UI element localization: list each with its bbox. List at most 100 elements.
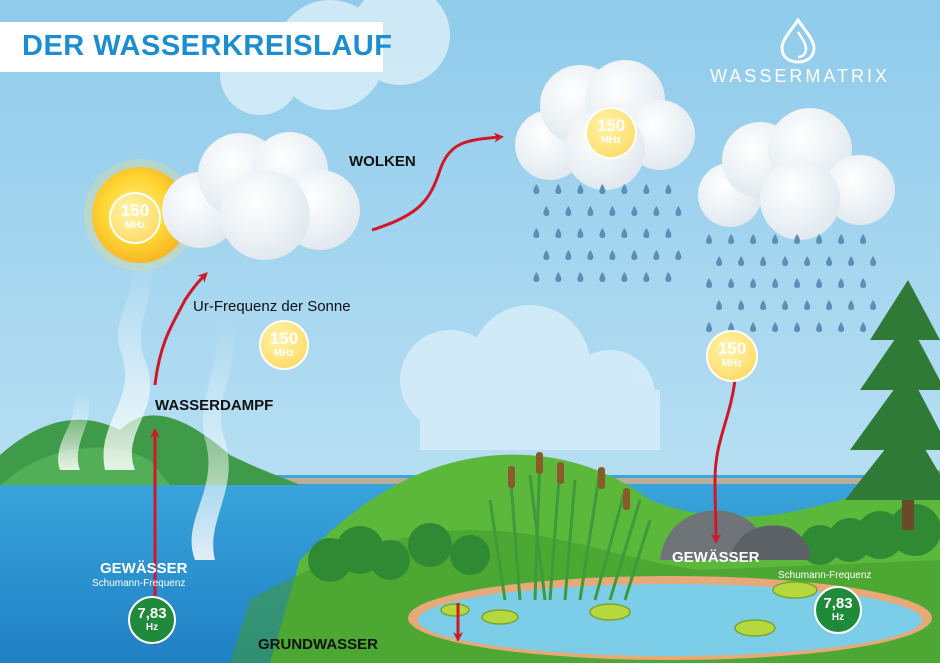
rain-drop [706,234,713,244]
label-schumann-left: Schumann-Frequenz [92,578,186,589]
rain-drop [804,256,811,266]
rain-drop [738,300,745,310]
rain-drop [587,206,594,216]
rain-drop [653,206,660,216]
middle-frequency-value: 150 [269,329,299,348]
rain-drop [675,250,682,260]
label-gewaesser-left: GEWÄSSER [100,560,188,577]
schumann-right-value: 7,83 [823,595,853,612]
rain-drop [826,300,833,310]
rain [533,184,877,332]
rain-drop [706,278,713,288]
schumann-left-unit: Hz [145,622,159,633]
rain-drop [760,300,767,310]
rain-drop [555,228,562,238]
sun-frequency-value: 150 [120,201,150,220]
rain-drop [631,206,638,216]
rain-drop [533,184,540,194]
rain-drop [728,322,735,332]
rain-drop [577,184,584,194]
cloud-frequency-badge: 150 MHz [585,107,637,159]
rain-frequency-value: 150 [717,339,747,358]
rain-cloud-right [698,108,895,240]
rain-drop [750,322,757,332]
rain-drop [675,206,682,216]
sun-cloud [162,132,360,260]
rain-drop [848,300,855,310]
water-drop-icon [780,18,816,64]
rain-drop [838,278,845,288]
rain-drop [760,256,767,266]
rain-drop [643,272,650,282]
rain-drop [621,228,628,238]
rain-drop [599,228,606,238]
rain-drop [782,256,789,266]
rain-drop [816,322,823,332]
schumann-left-value: 7,83 [137,605,167,622]
pond [418,584,922,656]
rain-drop [838,322,845,332]
rain-drop [577,228,584,238]
brand-logo: WASSERMATRIX [700,18,900,88]
cloud-frequency-unit: MHz [600,135,622,146]
arrow-steam-to-cloud [153,272,208,386]
cattails [508,452,630,510]
rain-drop [848,256,855,266]
rain-drop [543,250,550,260]
rain-drop [870,300,877,310]
rain-drop [782,300,789,310]
rain-drop [577,272,584,282]
rain-drop [794,278,801,288]
rain-drop [826,256,833,266]
rain-drop [860,234,867,244]
rain-drop [643,184,650,194]
rain-drop [772,322,779,332]
rain-drop [621,184,628,194]
rain-drop [621,272,628,282]
sun-frequency-badge: 150 MHz [109,192,161,244]
rain-drop [750,278,757,288]
rain-drop [565,206,572,216]
rain-drop [804,300,811,310]
rain-drop [716,256,723,266]
rain-frequency-unit: MHz [721,358,743,369]
middle-frequency-unit: MHz [273,348,295,359]
cloud-frequency-value: 150 [596,116,626,135]
pine-tree [845,280,940,530]
rain-drop [738,256,745,266]
rain-drop [533,228,540,238]
rain-drop [706,322,713,332]
schumann-right-unit: Hz [831,612,845,623]
rain-drop [565,250,572,260]
rain-drop [599,272,606,282]
bushes [308,504,940,582]
background-clouds [220,0,660,450]
rain-drop [665,184,672,194]
lily-pads [440,581,818,637]
rain-drop [631,250,638,260]
rain-drop [609,206,616,216]
rain-drop [772,278,779,288]
middle-frequency-badge: 150 MHz [259,320,309,370]
label-grundwasser: GRUNDWASSER [258,636,379,653]
steam [58,260,234,560]
rain-drop [665,272,672,282]
rain-drop [750,234,757,244]
rain-drop [599,184,606,194]
rain-drop [643,228,650,238]
rain-frequency-badge: 150 MHz [706,330,758,382]
rain-drop [728,234,735,244]
rain-drop [609,250,616,260]
page-title: DER WASSERKREISLAUF [22,30,393,62]
rain-drop [555,184,562,194]
rain-drop [716,300,723,310]
label-wasserdampf: WASSERDAMPF [155,397,274,414]
rain-drop [543,206,550,216]
schumann-badge-left: 7,83 Hz [128,596,176,644]
rain-drop [870,256,877,266]
rain-drop [665,228,672,238]
sun-frequency-unit: MHz [124,220,146,231]
title-banner: DER WASSERKREISLAUF [0,22,392,72]
rain-drop [794,234,801,244]
